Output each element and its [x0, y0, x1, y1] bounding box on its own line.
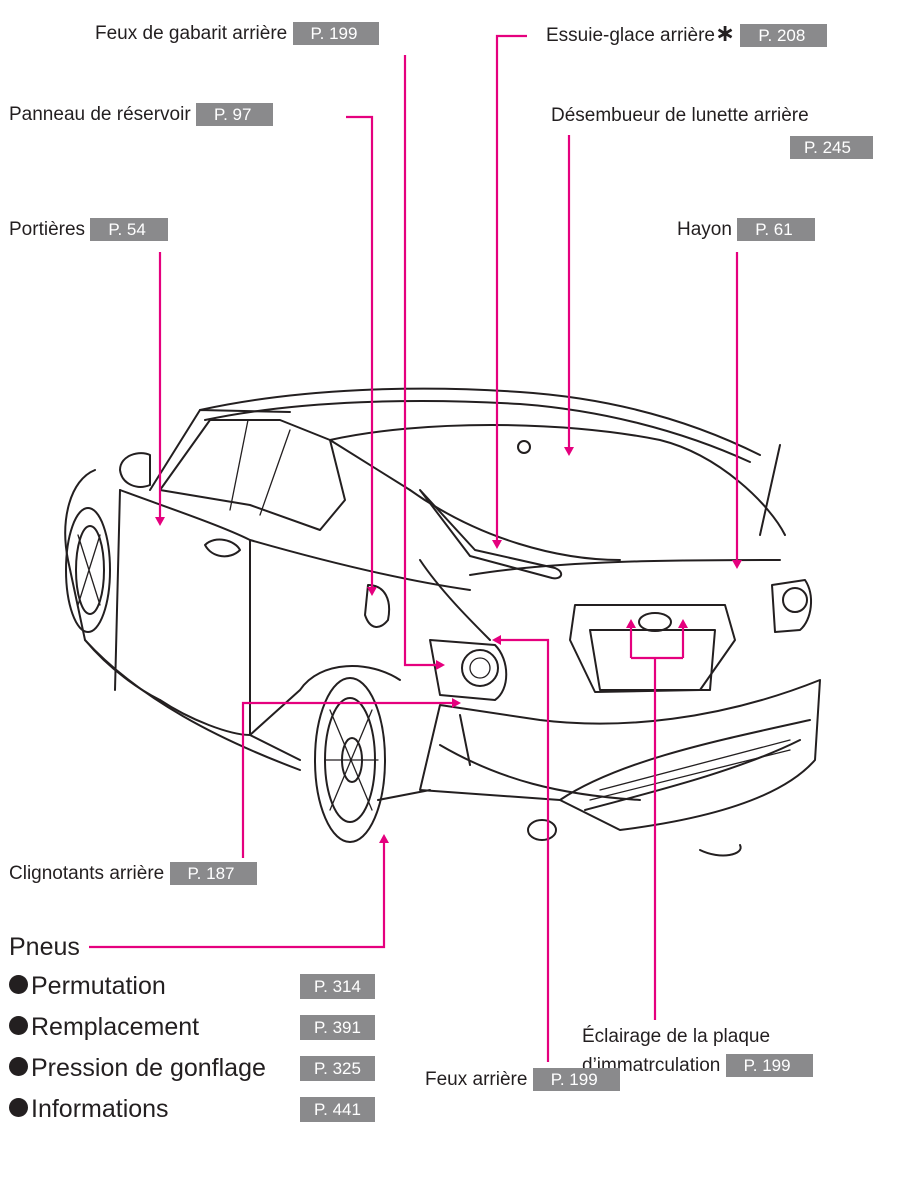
callout-label-line1: Éclairage de la plaque — [582, 1026, 771, 1047]
callout-label: Panneau de réservoir — [9, 104, 191, 125]
pneus-item-label: Permutation — [31, 972, 166, 1000]
bullet-dot — [9, 1057, 28, 1076]
page-ref-badge[interactable]: P. 441 — [300, 1097, 375, 1122]
callout-feux-arriere: Feux arrière P. 199 — [425, 1068, 620, 1092]
callout-clignotants: Clignotants arrière P. 187 — [9, 862, 257, 886]
pneus-item-label: Remplacement — [31, 1013, 200, 1041]
asterisk-marker: ∗ — [714, 20, 736, 47]
page-ref-badge[interactable]: P. 97 — [195, 103, 274, 127]
callout-label: Clignotants arrière — [9, 863, 165, 884]
page-ref-badge[interactable]: P. 61 — [737, 218, 815, 242]
callout-label: Essuie-glace arrière — [546, 25, 715, 46]
callout-desembueur: Désembueur de lunette arrière — [551, 104, 809, 128]
callout-label: Désembueur de lunette arrière — [551, 105, 809, 126]
pneus-title: Pneus — [9, 933, 80, 961]
leader-lines — [89, 34, 742, 1062]
callout-portieres: Portières P. 54 — [9, 218, 168, 242]
page-ref-badge[interactable]: P. 199 — [532, 1068, 620, 1092]
callout-eclairage-plaque: Éclairage de la plaque d’immatrculation … — [582, 1025, 813, 1078]
page-ref-badge[interactable]: P. 199 — [292, 22, 380, 46]
callout-feux-gabarit: Feux de gabarit arrière P. 199 — [95, 22, 380, 46]
callout-label: Feux arrière — [425, 1069, 528, 1090]
pneus-item-informations: Informations — [9, 1094, 169, 1124]
bullet-dot — [9, 1016, 28, 1035]
page-ref-badge[interactable]: P. 208 — [740, 24, 828, 48]
callout-panneau-reservoir: Panneau de réservoir P. 97 — [9, 103, 274, 127]
callout-hayon: Hayon P. 61 — [677, 218, 815, 242]
callout-label: Hayon — [677, 219, 732, 240]
page-ref-badge[interactable]: P. 314 — [300, 974, 375, 999]
page-ref-badge[interactable]: P. 187 — [169, 862, 257, 886]
page-ref-badge[interactable]: P. 325 — [300, 1056, 375, 1081]
bullet-dot — [9, 975, 28, 994]
page-ref-badge[interactable]: P. 245 — [790, 136, 873, 159]
callout-label: Portières — [9, 219, 86, 240]
callout-label: Feux de gabarit arrière — [95, 23, 288, 44]
pneus-item-label: Informations — [31, 1095, 169, 1123]
page-ref-badge[interactable]: P. 54 — [90, 218, 168, 242]
pneus-item-permutation: Permutation — [9, 971, 166, 1001]
page-ref-badge[interactable]: P. 391 — [300, 1015, 375, 1040]
bullet-dot — [9, 1098, 28, 1117]
callout-essuie-glace: Essuie-glace arrière∗ P. 208 — [546, 20, 828, 48]
page-ref-badge[interactable]: P. 199 — [725, 1054, 813, 1078]
pneus-item-remplacement: Remplacement — [9, 1012, 199, 1042]
car-outline — [64, 387, 821, 857]
pneus-item-label: Pression de gonflage — [31, 1054, 266, 1082]
pneus-item-pression: Pression de gonflage — [9, 1053, 266, 1083]
